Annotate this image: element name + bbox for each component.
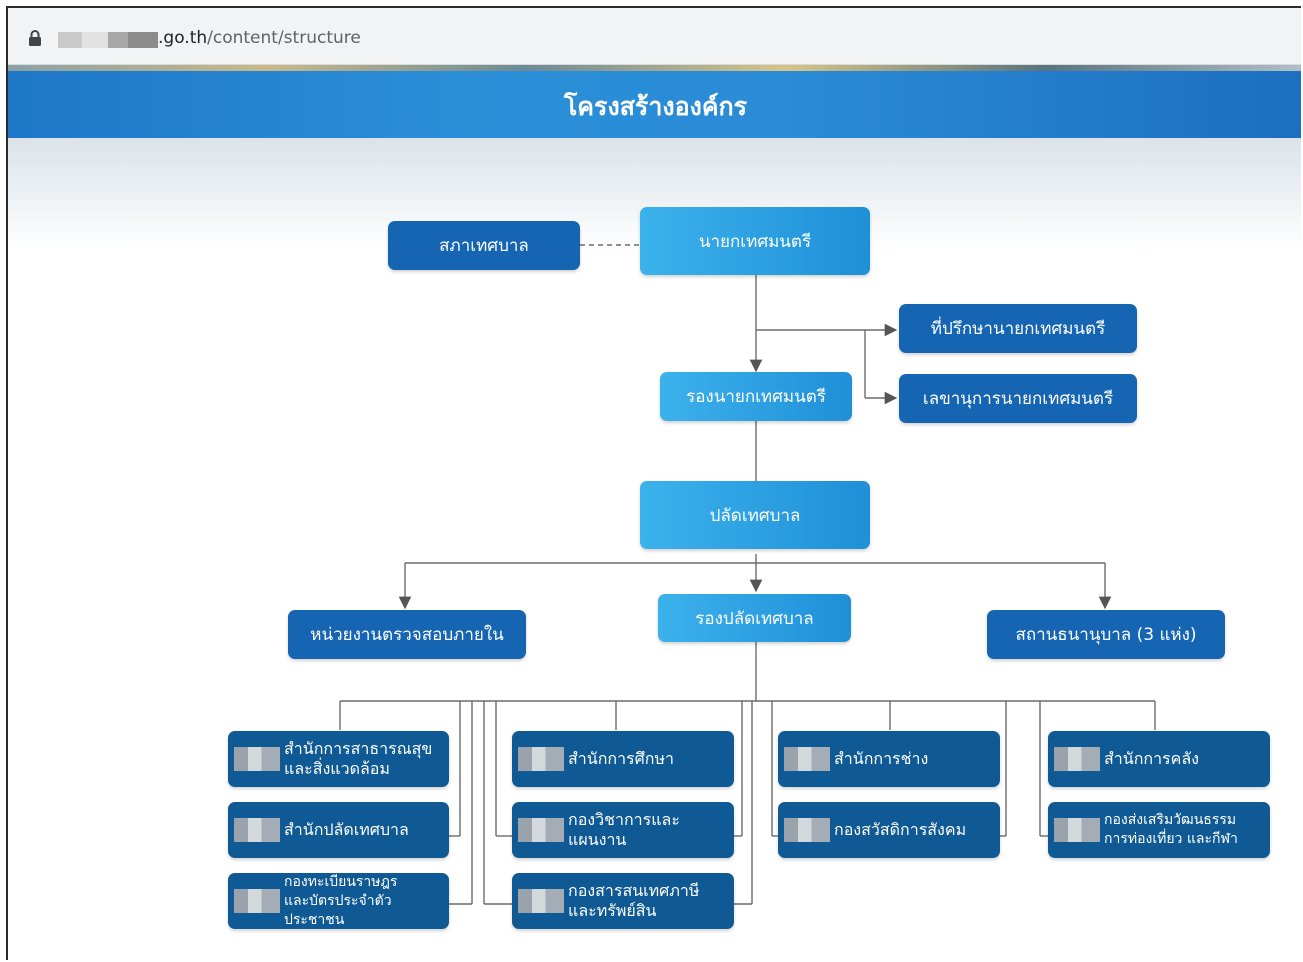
unit-box[interactable]: สำนักการช่าง — [778, 731, 1000, 787]
unit-box[interactable]: กองวิชาการและแผนงาน — [512, 802, 734, 858]
page-banner: โครงสร้างองค์กร — [8, 65, 1301, 138]
mayor-box: นายกเทศมนตรี — [640, 207, 870, 275]
unit-box[interactable]: สำนักปลัดเทศบาล — [228, 802, 449, 858]
unit-box[interactable]: กองสารสนเทศภาษีและทรัพย์สิน — [512, 873, 734, 929]
advisor-box: ที่ปรึกษานายกเทศมนตรี — [899, 304, 1137, 353]
unit-box[interactable]: สำนักการศึกษา — [512, 731, 734, 787]
url-text[interactable]: .go.th/content/structure — [158, 28, 361, 48]
unit-box[interactable]: สำนักการสาธารณสุขและสิ่งแวดล้อม — [228, 731, 449, 787]
unit-number-redacted — [1054, 747, 1100, 771]
lock-icon — [29, 30, 41, 46]
unit-number-redacted — [1054, 818, 1100, 842]
unit-box[interactable]: กองสวัสดิการสังคม — [778, 802, 1000, 858]
internal-audit-box: หน่วยงานตรวจสอบภายใน — [288, 610, 526, 659]
banner-image-strip — [8, 65, 1301, 71]
unit-box[interactable]: สำนักการคลัง — [1048, 731, 1270, 787]
deputy-clerk-box: รองปลัดเทศบาล — [658, 594, 851, 642]
unit-box[interactable]: กองทะเบียนราษฎรและบัตรประจำตัวประชาชน — [228, 873, 449, 929]
url-redacted — [58, 32, 82, 48]
page-title: โครงสร้างองค์กร — [563, 92, 748, 121]
org-chart-connectors — [339, 244, 1156, 905]
unit-number-redacted — [784, 747, 830, 771]
council-box: สภาเทศบาล — [388, 221, 580, 270]
clerk-box: ปลัดเทศบาล — [640, 481, 870, 549]
deputy-mayor-box: รองนายกเทศมนตรี — [660, 372, 852, 421]
unit-number-redacted — [234, 818, 280, 842]
unit-box[interactable]: กองส่งเสริมวัฒนธรรมการท่องเที่ยว และกีฬา — [1048, 802, 1270, 858]
browser-window: .go.th/content/structure โครงสร้างองค์กร — [6, 6, 1301, 960]
unit-number-redacted — [518, 818, 564, 842]
unit-number-redacted — [784, 818, 830, 842]
address-bar[interactable]: .go.th/content/structure — [8, 8, 1301, 65]
unit-number-redacted — [518, 747, 564, 771]
unit-number-redacted — [234, 889, 280, 913]
secretary-box: เลขานุการนายกเทศมนตรี — [899, 374, 1137, 423]
unit-number-redacted — [518, 889, 564, 913]
unit-number-redacted — [234, 747, 280, 771]
nurseries-box: สถานธนานุบาล (3 แห่ง) — [987, 610, 1225, 659]
